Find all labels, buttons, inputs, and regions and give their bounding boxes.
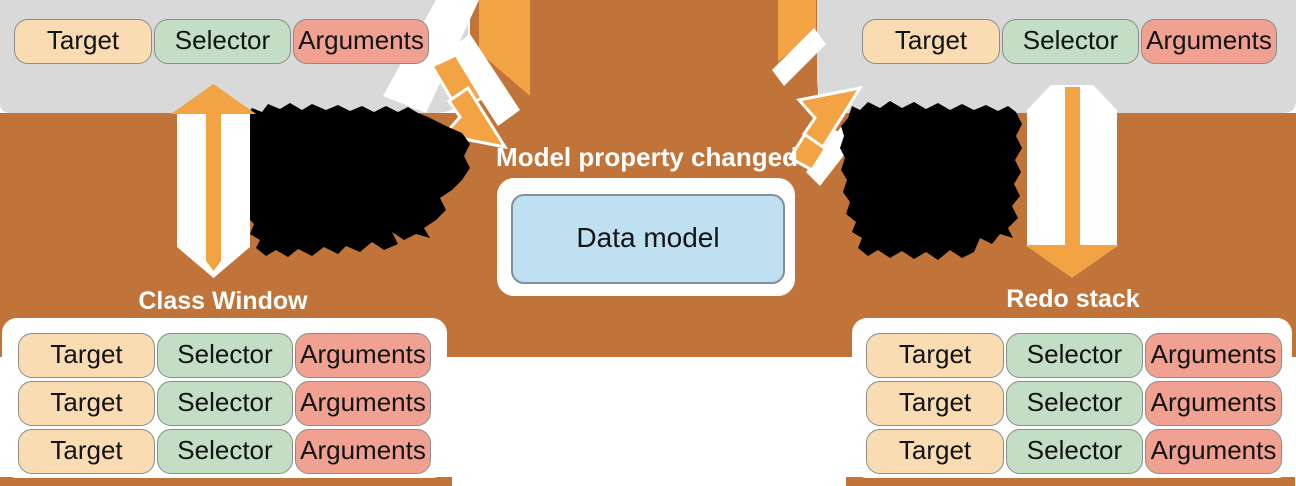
pill-arguments: Arguments — [295, 381, 431, 426]
data-model-box: Data model — [511, 194, 785, 284]
pill-selector: Selector — [1006, 381, 1143, 426]
undo-stack-box: Target Selector Arguments Target Selecto… — [2, 318, 447, 478]
diagonal-arrow-to-model — [383, 0, 530, 150]
pill-target: Target — [866, 381, 1004, 426]
pill-target: Target — [18, 381, 155, 426]
pill-selector: Selector — [154, 19, 291, 64]
stack-row: Target Selector Arguments — [866, 381, 1292, 426]
window-right-operation-row: Target Selector Arguments — [862, 19, 1277, 64]
redo-stack-label: Redo stack — [1006, 285, 1140, 313]
stack-row: Target Selector Arguments — [18, 429, 447, 474]
pill-selector: Selector — [157, 381, 293, 426]
redo-stack-box: Target Selector Arguments Target Selecto… — [852, 318, 1292, 478]
pill-arguments: Arguments — [293, 19, 429, 64]
diagonal-arrow-to-window — [772, 0, 864, 186]
pill-selector: Selector — [157, 429, 293, 474]
pill-arguments: Arguments — [1145, 381, 1282, 426]
pill-arguments: Arguments — [1141, 19, 1277, 64]
pill-selector: Selector — [1002, 19, 1139, 64]
undo-up-arrow — [171, 84, 256, 278]
pill-selector: Selector — [1006, 429, 1143, 474]
pill-arguments: Arguments — [295, 429, 431, 474]
pill-arguments: Arguments — [1145, 429, 1282, 474]
pill-target: Target — [18, 429, 155, 474]
window-left-operation-row: Target Selector Arguments — [14, 19, 429, 64]
pill-selector: Selector — [1006, 333, 1143, 378]
model-property-changed-heading: Model property changed — [496, 142, 798, 172]
class-window-label: Class Window — [138, 287, 308, 315]
data-model-container: Data model — [497, 178, 795, 296]
pill-target: Target — [18, 333, 155, 378]
stack-row: Target Selector Arguments — [866, 429, 1292, 474]
pill-target: Target — [866, 333, 1004, 378]
redaction-scribble-right — [840, 101, 1022, 260]
pill-target: Target — [862, 19, 1000, 64]
pill-arguments: Arguments — [1145, 333, 1282, 378]
stack-row: Target Selector Arguments — [18, 381, 447, 426]
pill-selector: Selector — [157, 333, 293, 378]
redo-down-arrow — [1025, 85, 1119, 278]
pill-arguments: Arguments — [295, 333, 431, 378]
stack-row: Target Selector Arguments — [18, 333, 447, 378]
stack-row: Target Selector Arguments — [866, 333, 1292, 378]
pill-target: Target — [14, 19, 152, 64]
pill-target: Target — [866, 429, 1004, 474]
redaction-scribble-left — [242, 103, 470, 257]
